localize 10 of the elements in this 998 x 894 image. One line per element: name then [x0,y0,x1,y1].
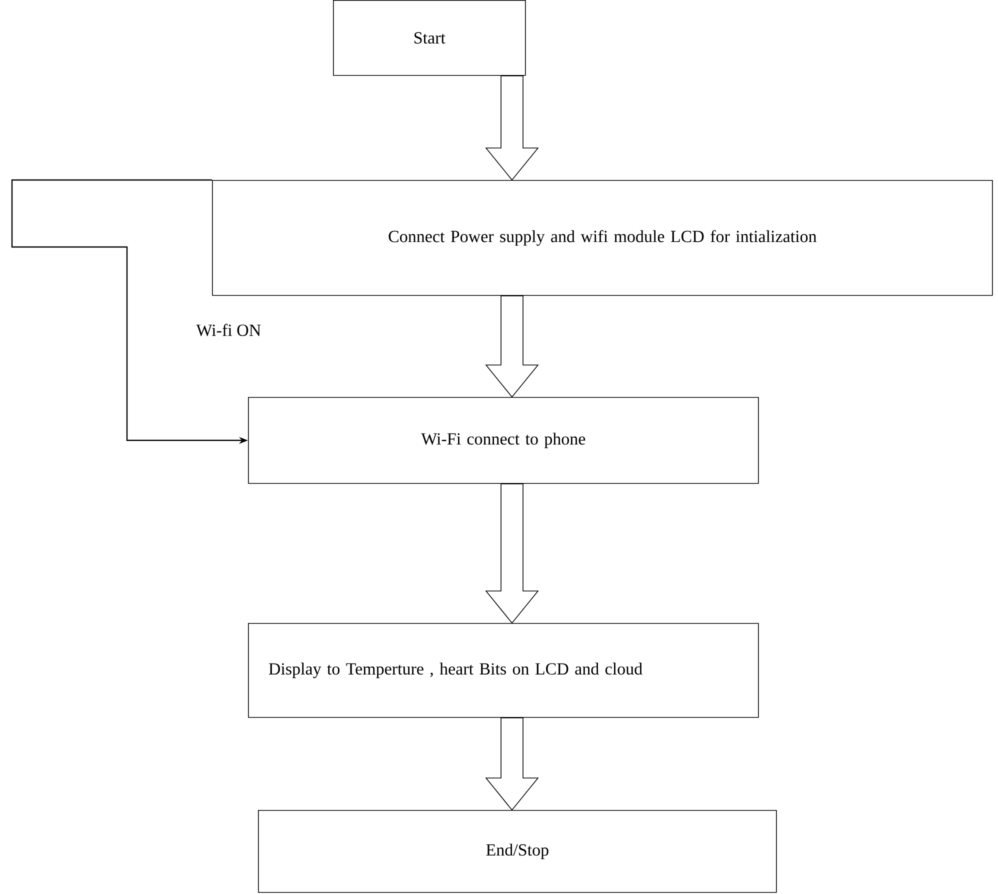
block-arrow [485,717,539,811]
block-arrow [485,75,539,181]
block-arrow [485,295,539,398]
process-box: Start [333,0,526,76]
process-box: Connect Power supply and wifi module LCD for intialization [212,180,993,296]
process-box: End/Stop [258,810,777,893]
process-box: Wi-Fi connect to phone [248,397,759,484]
edge-label: Wi-fi ON [196,324,261,336]
block-arrow [485,483,539,624]
process-box: Display to Temperture , heart Bits on LCD and cloud [248,623,759,718]
